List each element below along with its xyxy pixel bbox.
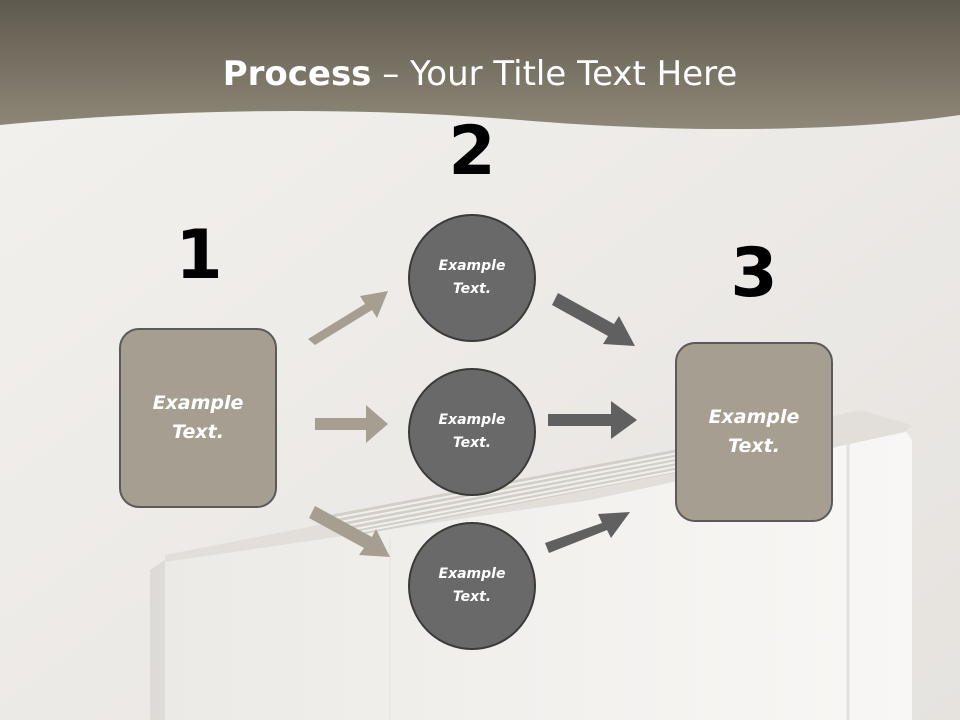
right-step-box: Example Text. — [675, 342, 833, 522]
header-band — [0, 0, 960, 130]
circle-middle-text: Example Text. — [438, 412, 506, 451]
slide-title: Process – Your Title Text Here — [0, 52, 960, 96]
step-number-2: 2 — [448, 112, 496, 191]
circle-top: Example Text. — [408, 214, 536, 342]
step-number-3: 3 — [730, 234, 778, 313]
title-bold: Process — [222, 54, 372, 94]
circle-middle: Example Text. — [408, 368, 536, 496]
title-rest: – Your Title Text Here — [371, 54, 738, 94]
right-box-text: Example Text. — [708, 406, 800, 457]
left-box-text: Example Text. — [152, 392, 244, 443]
circle-bottom-text: Example Text. — [438, 566, 506, 605]
circle-bottom: Example Text. — [408, 522, 536, 650]
circle-top-text: Example Text. — [438, 258, 506, 297]
left-step-box: Example Text. — [119, 328, 277, 508]
step-number-1: 1 — [175, 216, 223, 295]
